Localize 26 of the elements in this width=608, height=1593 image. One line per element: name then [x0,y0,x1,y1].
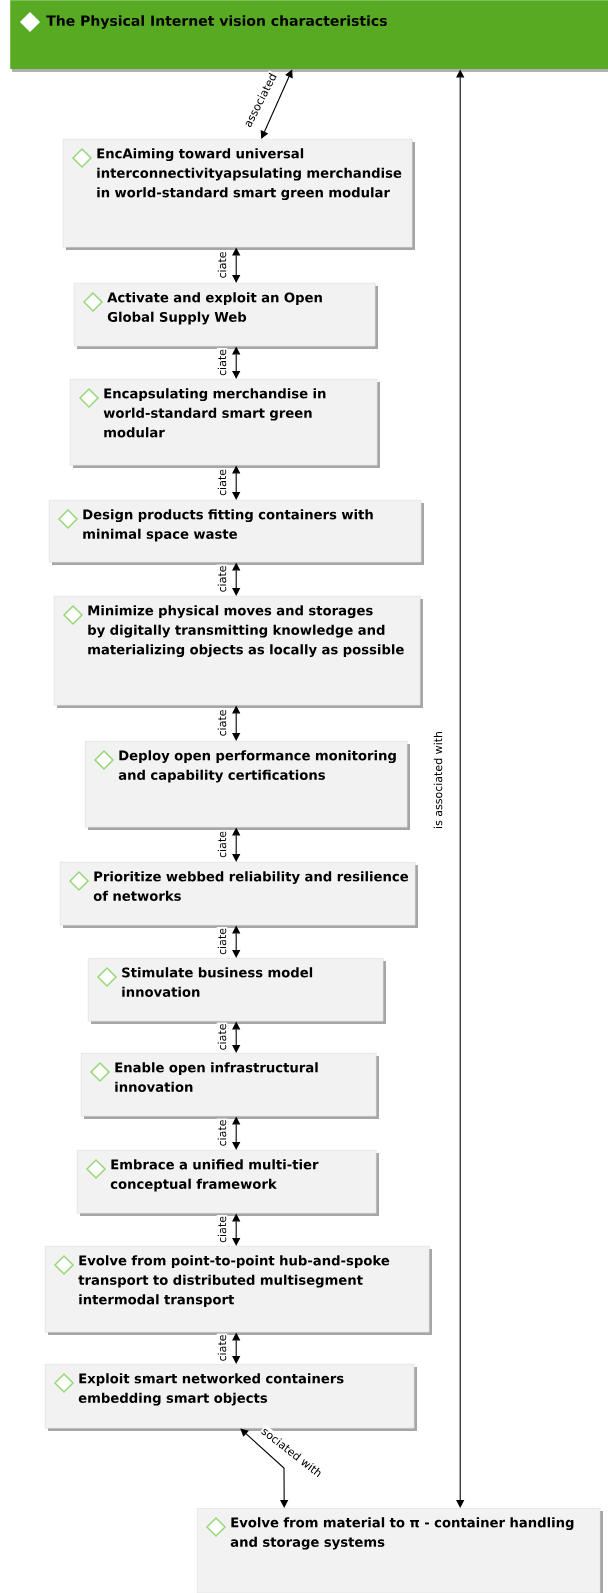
edge-label: ciate [216,564,228,594]
text-box: Stimulate business model innovation [88,958,386,1024]
text-box: Design products fitting containers with minimal space waste [49,500,424,565]
edge-label: ciate [216,250,228,280]
text-box: Evolve from material to π - container handling and storage systems [197,1508,603,1593]
arrow [240,1428,289,1508]
text-box: Evolve from point-to-point hub-and-spoke transport to distributed multisegment intermodal transport [45,1246,432,1335]
text-box: Activate and exploit an Open Global Supply Web [74,283,378,349]
edge-label: is associated with [432,730,444,830]
text-box: Prioritize webbed reliability and resilience of networks [60,862,418,928]
edge-label: ciate [216,927,228,956]
title-bar: The Physical Internet vision characteristics [10,0,608,72]
edge-label: ciate [216,468,228,497]
text-box: Minimize physical moves and storages by digitally transmitting knowledge and materializing objects as locally as possible [54,596,423,708]
edge-label: ciate [216,830,228,859]
text-box: Embrace a unified multi-tier conceptual framework [77,1150,379,1216]
edge-label: ciate [216,1333,228,1363]
edge-label: ciate [216,1215,228,1244]
edge-label: ciate [216,348,228,377]
text-box: Enable open infrastructural innovation [81,1053,379,1119]
edge-label: ciate [216,1118,228,1148]
edge-label: ciate [216,708,228,738]
text-box: Deploy open performance monitoring and capability certifications [85,741,410,830]
edge-label: ciate [216,1022,228,1052]
text-box: Encapsulating merchandise in world-standard smart green modular [70,379,380,468]
text-box: EncAiming toward universal interconnectivityapsulating merchandise in world-standard smart green modular [63,139,415,250]
